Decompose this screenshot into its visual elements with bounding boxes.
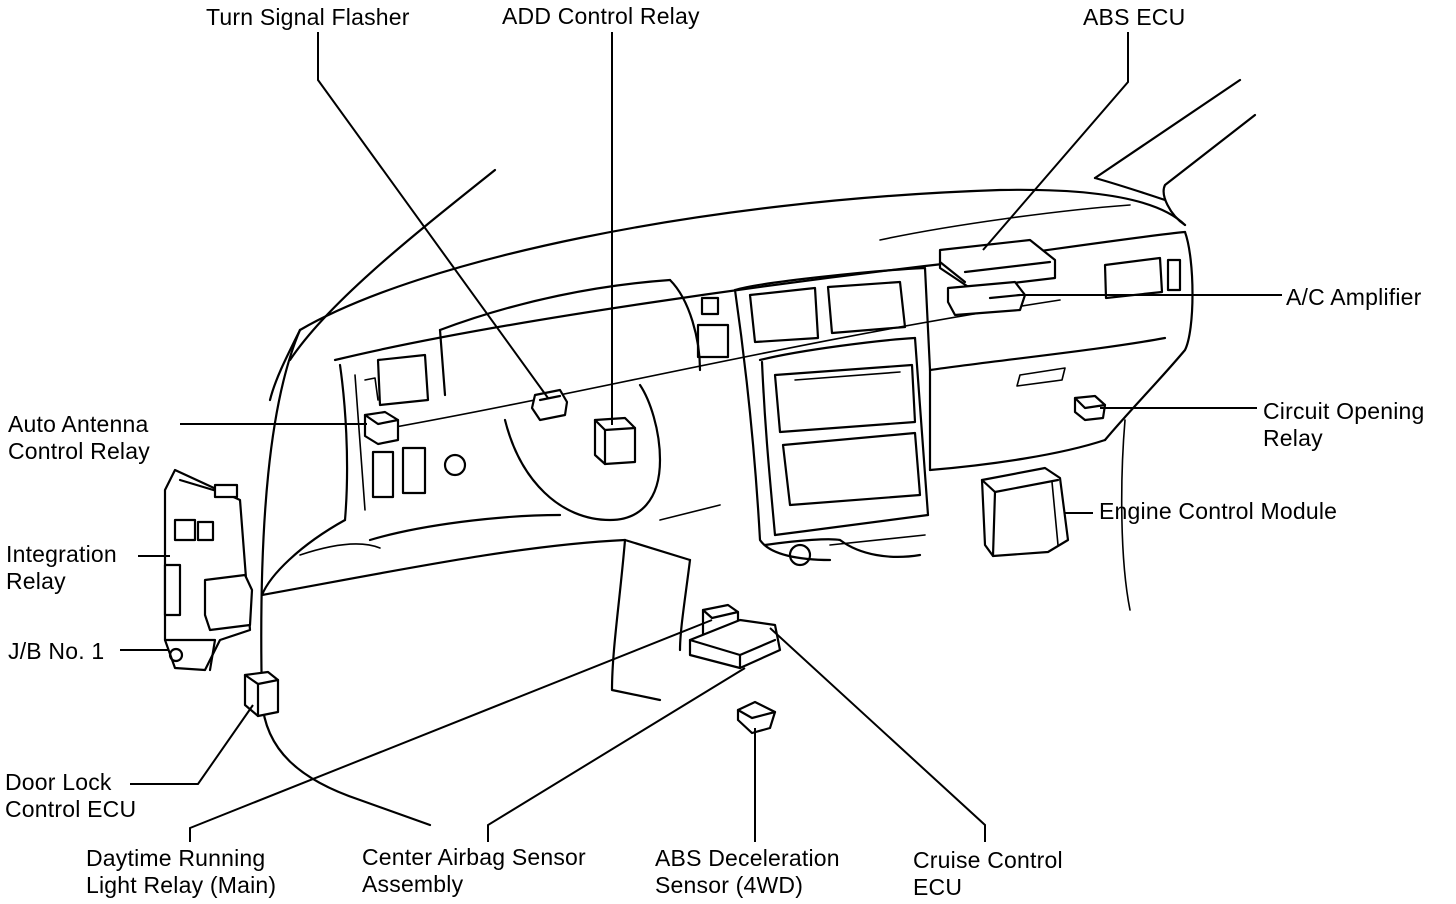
center-airbag-shape [688,618,782,670]
label-line: Daytime Running [86,845,266,871]
label-integration-relay: Integration Relay [6,541,117,595]
label-cruise-control-ecu: Cruise Control ECU [913,847,1063,901]
circuit-opening-relay-shape [1073,394,1107,422]
label-abs-ecu: ABS ECU [1083,4,1186,30]
leader-airbag [487,667,746,842]
engine-control-module-shape [980,466,1070,558]
label-line: Circuit Opening [1263,398,1425,424]
abs-ecu-shape [938,238,1057,290]
dashboard-body [260,78,1257,827]
label-line: Control ECU [5,796,137,822]
label-line: ECU [913,874,963,900]
turn-signal-flasher-shape [530,388,569,422]
label-jb-no1: J/B No. 1 [8,638,105,664]
label-abs-deceleration-sensor: ABS Deceleration Sensor (4WD) [655,845,840,899]
leader-door-lock [130,704,254,785]
label-line: Integration [6,541,117,567]
leader-drl [189,619,713,842]
integration-relay-jb-shape [163,468,254,672]
auto-antenna-relay-shape [363,410,400,446]
label-line: Sensor (4WD) [655,872,804,898]
label-drl-relay: Daytime Running Light Relay (Main) [86,845,276,899]
label-engine-control-module: Engine Control Module [1099,498,1338,524]
label-line: Auto Antenna [8,411,149,437]
label-line: Relay [1263,425,1323,451]
leader-turn-signal [317,32,549,399]
label-add-control-relay: ADD Control Relay [502,3,700,29]
abs-decel-sensor-shape [736,700,777,735]
label-line: Relay [6,568,66,594]
door-lock-ecu-shape [243,670,280,718]
label-line: Center Airbag Sensor [362,844,586,870]
leader-cruise [769,627,986,842]
label-turn-signal-flasher: Turn Signal Flasher [206,4,410,30]
label-center-airbag-sensor: Center Airbag Sensor Assembly [362,844,586,898]
label-line: Door Lock [5,769,112,795]
label-door-lock-ecu: Door Lock Control ECU [5,769,136,823]
add-control-relay-shape [593,416,637,466]
ac-amplifier-shape [946,280,1027,317]
label-line: Control Relay [8,438,150,464]
leader-lines [120,32,1282,842]
label-ac-amplifier: A/C Amplifier [1286,284,1422,310]
label-circuit-opening-relay: Circuit Opening Relay [1263,398,1425,452]
label-line: Light Relay (Main) [86,872,277,898]
label-line: Assembly [362,871,464,897]
leader-abs-ecu [982,32,1129,251]
label-line: ABS Deceleration [655,845,840,871]
label-line: Cruise Control [913,847,1063,873]
label-auto-antenna-relay: Auto Antenna Control Relay [8,411,150,465]
